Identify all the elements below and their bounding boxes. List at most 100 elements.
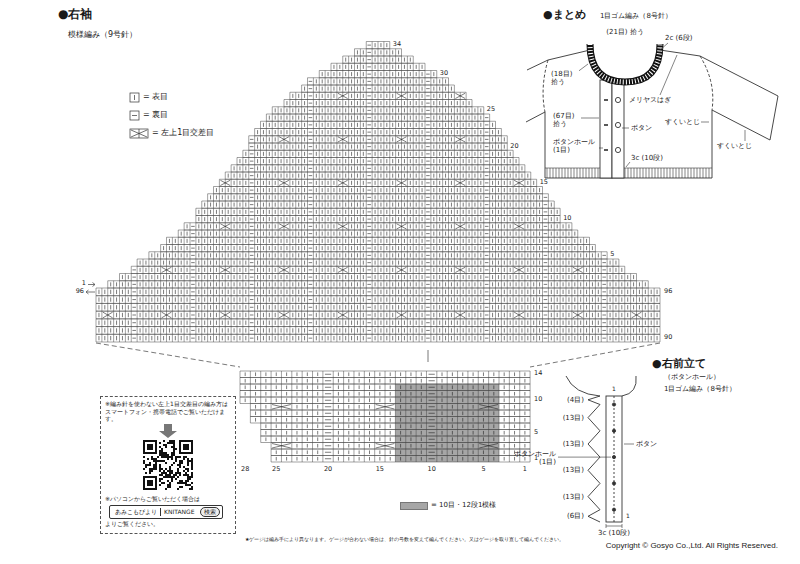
box-text: 検索 <box>204 508 216 516</box>
row-number: 14 <box>534 370 542 377</box>
row-number: 30 <box>440 70 448 77</box>
center-tick <box>428 350 429 362</box>
knit-symbol <box>130 93 139 102</box>
collar-rib <box>590 44 660 82</box>
pickup-label: (18目) 拾う <box>550 70 579 86</box>
button <box>615 97 620 102</box>
tick-number: 1 <box>626 513 630 520</box>
buttonholes <box>604 100 608 150</box>
stitch-number: 25 <box>272 466 280 473</box>
stitch-symbols <box>99 43 657 340</box>
tick-number: 1 <box>612 386 616 393</box>
search-bar: あみこもぴよりKNITANGE 検索 <box>109 505 223 519</box>
row-number: 90 <box>664 334 672 341</box>
box-text: KNITANGE <box>160 508 197 516</box>
legend-text: = 左上1目交差目 <box>152 128 214 137</box>
down-arrow <box>159 424 177 438</box>
seam-label: すくいとじ <box>716 142 753 150</box>
chart-guides <box>86 283 660 368</box>
legend-text: = 10目・12段1模様 <box>431 501 496 509</box>
box-text: ※パソコンからご覧いただく場合は <box>105 495 233 503</box>
row-number: 15 <box>540 179 548 186</box>
buttonhole <box>612 429 615 432</box>
box-text: あみこもぴより <box>112 508 160 516</box>
button <box>615 147 620 152</box>
detail-chart <box>240 371 530 462</box>
purl-symbol <box>132 115 137 116</box>
dimension-line <box>606 524 622 528</box>
legend-swatch <box>400 502 428 510</box>
collar <box>590 44 660 82</box>
stitch-number: 5 <box>481 466 485 473</box>
knit-symbol <box>134 95 135 100</box>
stitch-number: 15 <box>376 466 384 473</box>
part-label: ボタン <box>630 124 653 132</box>
gauge-note: ★ゲージは編み手により異なります。ゲージが合わない場合は、針の号数を変えて編んで… <box>245 537 564 543</box>
seam-label: メリヤスはぎ <box>628 96 672 104</box>
row-number: 96 <box>76 288 84 295</box>
purl-symbol <box>130 111 139 120</box>
buttonhole <box>612 482 615 485</box>
front-band <box>612 80 624 178</box>
chart-grid <box>96 42 660 343</box>
row-number: 1 <box>82 280 86 287</box>
hem-ribbing <box>545 168 712 178</box>
stitch-note: （ボタンホール） <box>664 373 720 381</box>
row-number: 34 <box>393 41 401 48</box>
qr-code <box>143 440 193 490</box>
stitch-count: (13目) <box>563 466 584 474</box>
row-number: 25 <box>487 106 495 113</box>
stitch-count: (4目) <box>567 396 584 404</box>
front-band-illustration <box>558 376 636 528</box>
stitch-count: (13目) <box>563 493 584 501</box>
row-arrow <box>86 283 95 295</box>
stitch-count: (13目) <box>563 440 584 448</box>
dimension-label: 3c (10段) <box>630 154 664 162</box>
copyright: Copyright © Gosyo Co.,Ltd. All Rights Re… <box>606 541 778 550</box>
neckline <box>566 376 636 396</box>
part-label: ボタンホール (1目) <box>552 138 599 154</box>
stitch-number: 1 <box>523 466 527 473</box>
cross-symbol <box>131 129 147 138</box>
stitch-number: 28 <box>241 466 249 473</box>
hem-ribbing <box>545 168 712 178</box>
section-heading: ●まとめ <box>543 9 586 22</box>
section-heading: ●右袖 <box>58 8 92 22</box>
box-text: ※編み針を使わない左上1目交差目の編み方はスマートフォン・携帯電話でご覧いただけ… <box>105 400 233 423</box>
row-number: 10 <box>534 396 542 403</box>
sleeve-chart <box>96 42 660 343</box>
stitch-note: 1目ゴム編み（8号針） <box>664 385 736 393</box>
row-number: 96 <box>664 288 672 295</box>
cross-symbol <box>130 129 148 138</box>
dimension-label: 2c (6段) <box>664 34 693 42</box>
row-number: 20 <box>510 143 518 150</box>
section-heading: ●右前立て <box>652 358 706 371</box>
qr-code <box>143 440 193 490</box>
search-button: 検索 <box>200 507 220 517</box>
pickup-label: (67目) 拾う <box>552 112 581 128</box>
stitch-count: (6目) <box>567 512 584 520</box>
pickup-label: (21目) 拾う <box>605 28 645 36</box>
row-number: 10 <box>563 215 571 222</box>
row-number: 5 <box>534 429 538 436</box>
part-label: ボタンホール (1目) <box>511 450 556 466</box>
stitch-number: 20 <box>324 466 332 473</box>
stitch-note: 模様編み（9号針） <box>68 30 137 39</box>
dashed-guide <box>96 343 660 367</box>
qr-note-box: ※編み針を使わない左上1目交差目の編み方はスマートフォン・携帯電話でご覧いただけ… <box>100 396 236 534</box>
stitch-symbols <box>245 372 525 460</box>
front-band <box>600 80 612 178</box>
stitch-count: (13目) <box>563 414 584 422</box>
legend-text: = 表目 <box>143 92 168 101</box>
buttonhole <box>612 403 615 406</box>
band-strip <box>606 396 622 522</box>
stitch-note: 1目ゴム編み（8号針） <box>600 12 672 20</box>
dimension-label: 3c (10段) <box>598 529 630 537</box>
row-number: 5 <box>610 251 614 258</box>
stitch-number: 10 <box>428 466 436 473</box>
button <box>615 122 620 127</box>
part-label: ボタン <box>636 440 657 448</box>
box-text: よりご覧ください。 <box>105 520 233 528</box>
